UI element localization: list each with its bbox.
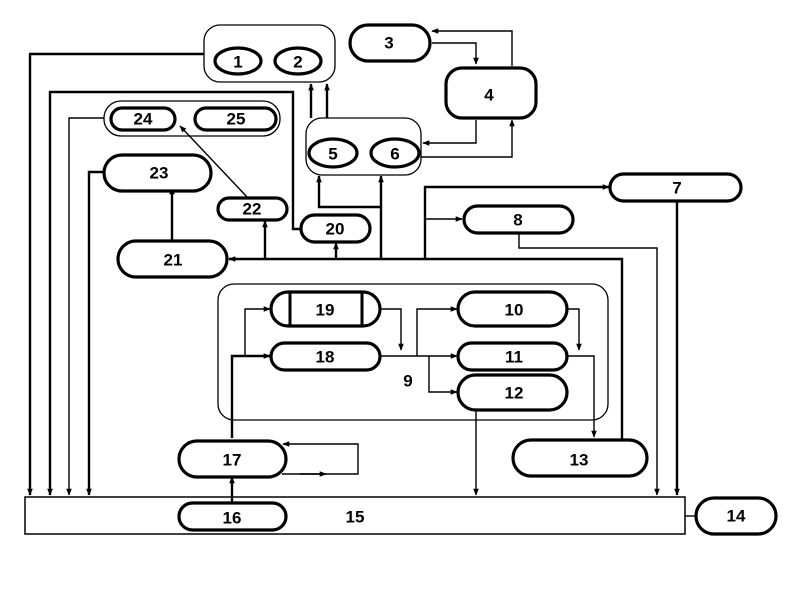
node-17[interactable]: 17: [177, 439, 288, 479]
node-23-label: 23: [150, 164, 169, 183]
node-5[interactable]: 5: [307, 137, 359, 169]
node-19[interactable]: 19: [269, 290, 382, 328]
node-13[interactable]: 13: [511, 438, 649, 478]
node-5-label: 5: [328, 145, 337, 164]
node-4[interactable]: 4: [444, 66, 538, 120]
node-2-label: 2: [293, 53, 302, 72]
node-11[interactable]: 11: [456, 341, 569, 372]
node-9-label: 9: [403, 372, 412, 391]
node-23[interactable]: 23: [102, 153, 213, 193]
node-22[interactable]: 22: [216, 196, 289, 222]
node-10-label: 10: [505, 301, 524, 320]
node-14-label: 14: [727, 507, 746, 526]
node-6-label: 6: [390, 145, 399, 164]
node-14[interactable]: 14: [694, 496, 778, 536]
node-22-label: 22: [243, 200, 262, 219]
node-19-label: 19: [316, 301, 335, 320]
node-6[interactable]: 6: [369, 137, 421, 169]
node-1-label: 1: [233, 53, 242, 72]
node-17-label: 17: [223, 451, 242, 470]
node-11-label: 11: [505, 348, 523, 367]
node-12-label: 12: [505, 384, 524, 403]
node-7[interactable]: 7: [608, 172, 743, 203]
node-16-label: 16: [223, 509, 242, 528]
node-12[interactable]: 12: [456, 373, 569, 412]
node-2[interactable]: 2: [273, 46, 323, 76]
node-18[interactable]: 18: [269, 341, 382, 372]
node-15-label: 15: [346, 508, 365, 527]
node-25[interactable]: 25: [193, 106, 278, 132]
node-16[interactable]: 16: [177, 501, 288, 532]
bar-15: [24, 496, 686, 535]
node-4-label: 4: [484, 86, 494, 105]
node-21[interactable]: 21: [116, 239, 229, 279]
node-13-label: 13: [570, 451, 589, 470]
node-25-label: 25: [227, 110, 246, 129]
node-24[interactable]: 24: [109, 106, 177, 132]
node-24-label: 24: [134, 110, 153, 129]
connection-lines: [27, 28, 695, 517]
node-3-label: 3: [384, 34, 393, 53]
node-7-label: 7: [672, 179, 681, 198]
node-8[interactable]: 8: [462, 204, 575, 235]
node-20-label: 20: [326, 220, 345, 239]
node-18-label: 18: [316, 348, 335, 367]
node-8-label: 8: [513, 211, 522, 230]
node-10[interactable]: 10: [456, 290, 569, 328]
node-3[interactable]: 3: [348, 23, 432, 63]
node-1[interactable]: 1: [213, 46, 263, 76]
node-20[interactable]: 20: [299, 213, 372, 244]
node-21-label: 21: [164, 251, 183, 270]
